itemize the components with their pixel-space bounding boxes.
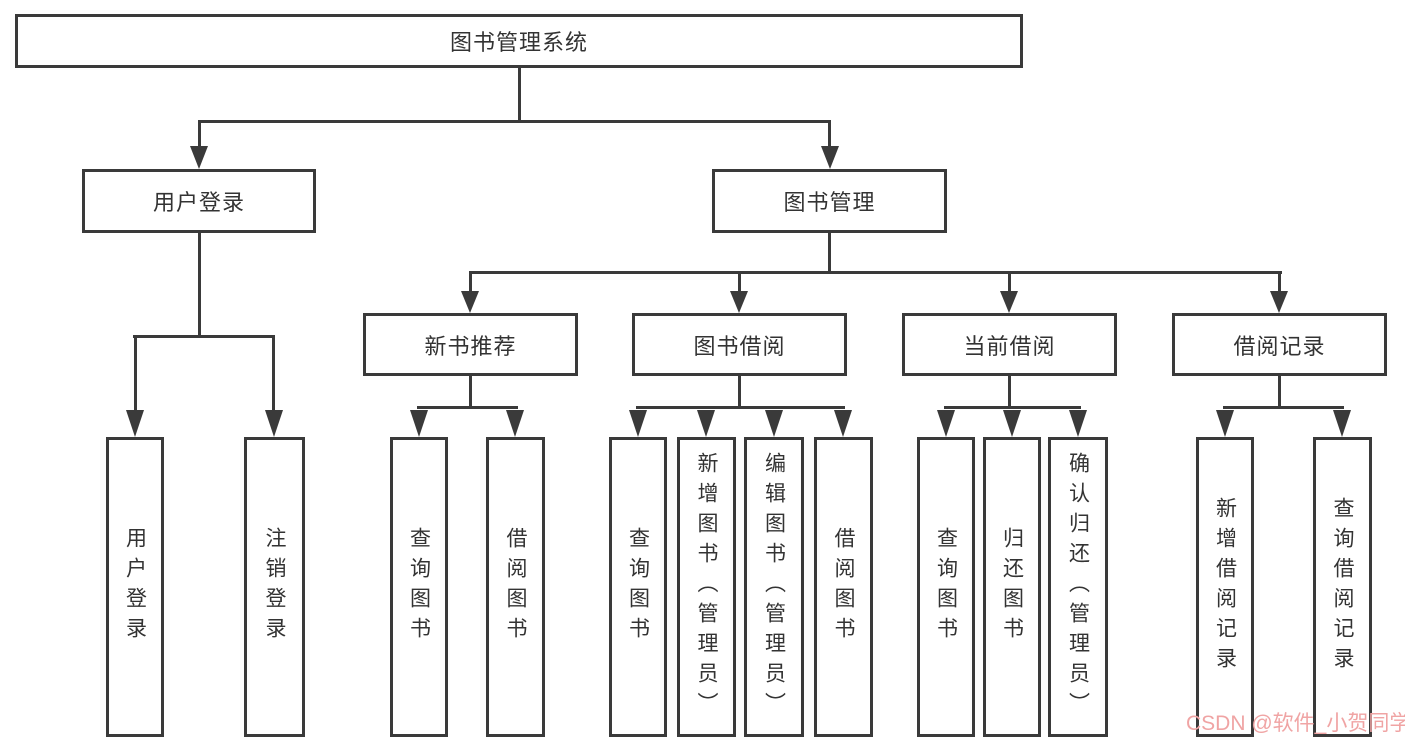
leaf-cb-confirm-return-admin: 确认归还（管理员） bbox=[1048, 437, 1108, 737]
node-current-borrow: 当前借阅 bbox=[902, 313, 1117, 376]
arrow-down-icon bbox=[1270, 291, 1288, 313]
connector-line bbox=[198, 233, 201, 336]
connector-line bbox=[1278, 271, 1281, 293]
leaf-cb-return-books: 归还图书 bbox=[983, 437, 1041, 737]
connector-line bbox=[134, 335, 137, 413]
leaf-bb-edit-book-admin: 编辑图书（管理员） bbox=[744, 437, 804, 737]
arrow-down-icon bbox=[265, 410, 283, 437]
connector-line bbox=[272, 335, 275, 413]
leaf-nbr-query-books: 查询图书 bbox=[390, 437, 448, 737]
arrow-down-icon bbox=[1333, 410, 1351, 437]
connector-line bbox=[738, 271, 741, 293]
leaf-logout: 注销登录 bbox=[244, 437, 305, 737]
arrow-down-icon bbox=[629, 410, 647, 437]
leaf-cb-query-books: 查询图书 bbox=[917, 437, 975, 737]
csdn-watermark: CSDN @软件_小贺同学 bbox=[1186, 712, 1405, 735]
connector-line bbox=[1008, 271, 1011, 293]
arrow-down-icon bbox=[834, 410, 852, 437]
node-user-login-branch: 用户登录 bbox=[82, 169, 316, 233]
connector-line bbox=[417, 406, 518, 409]
node-book-management-branch: 图书管理 bbox=[712, 169, 947, 233]
node-root-system: 图书管理系统 bbox=[15, 14, 1023, 68]
arrow-down-icon bbox=[765, 410, 783, 437]
connector-line bbox=[1008, 376, 1011, 409]
arrow-down-icon bbox=[821, 146, 839, 169]
arrow-down-icon bbox=[1069, 410, 1087, 437]
connector-line bbox=[636, 406, 845, 409]
leaf-bb-query-books: 查询图书 bbox=[609, 437, 667, 737]
arrow-down-icon bbox=[506, 410, 524, 437]
arrow-down-icon bbox=[1000, 291, 1018, 313]
arrow-down-icon bbox=[1003, 410, 1021, 437]
arrow-down-icon bbox=[410, 410, 428, 437]
node-new-book-recommend: 新书推荐 bbox=[363, 313, 578, 376]
connector-line bbox=[1278, 376, 1281, 409]
connector-line bbox=[944, 406, 1081, 409]
connector-line bbox=[738, 376, 741, 409]
leaf-bb-add-book-admin: 新增图书（管理员） bbox=[677, 437, 736, 737]
arrow-down-icon bbox=[937, 410, 955, 437]
leaf-br-query-record: 查询借阅记录 bbox=[1313, 437, 1372, 737]
arrow-down-icon bbox=[1216, 410, 1234, 437]
connector-line bbox=[133, 335, 275, 338]
arrow-down-icon bbox=[126, 410, 144, 437]
arrow-down-icon bbox=[730, 291, 748, 313]
connector-line bbox=[198, 120, 831, 123]
leaf-br-add-record: 新增借阅记录 bbox=[1196, 437, 1254, 737]
node-book-borrow: 图书借阅 bbox=[632, 313, 847, 376]
connector-line bbox=[828, 233, 831, 272]
connector-line bbox=[469, 376, 472, 409]
connector-line bbox=[469, 271, 1282, 274]
arrow-down-icon bbox=[461, 291, 479, 313]
connector-line bbox=[469, 271, 472, 293]
leaf-bb-borrow-books: 借阅图书 bbox=[814, 437, 873, 737]
arrow-down-icon bbox=[190, 146, 208, 169]
arrow-down-icon bbox=[697, 410, 715, 437]
connector-line bbox=[198, 120, 201, 147]
leaf-nbr-borrow-books: 借阅图书 bbox=[486, 437, 545, 737]
connector-line bbox=[518, 68, 521, 122]
connector-line bbox=[1223, 406, 1344, 409]
node-borrow-records: 借阅记录 bbox=[1172, 313, 1387, 376]
connector-line bbox=[828, 120, 831, 147]
leaf-user-login: 用户登录 bbox=[106, 437, 164, 737]
